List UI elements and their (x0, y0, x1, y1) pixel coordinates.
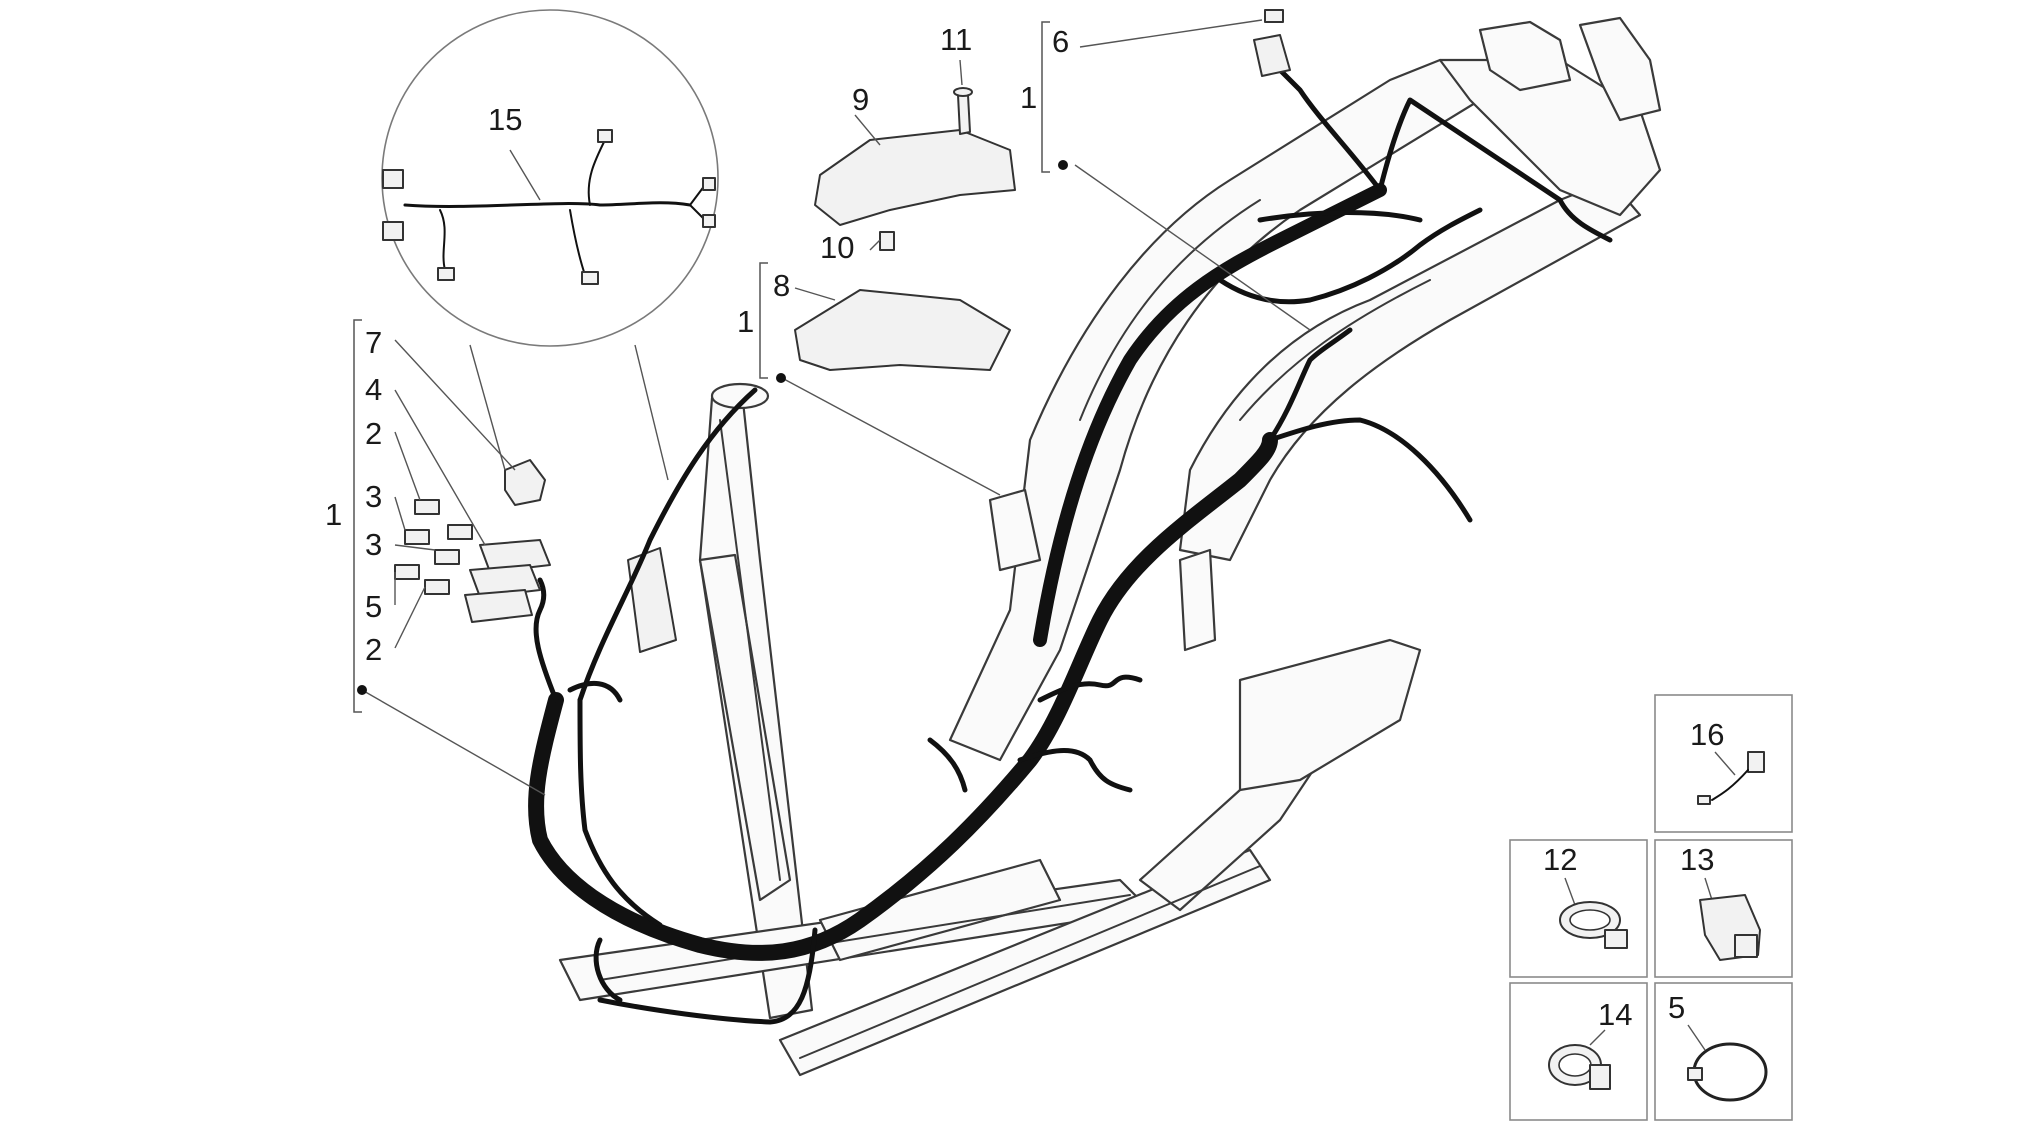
magnifier-leader (469, 344, 506, 471)
floor-rail-right (778, 848, 1272, 1077)
terminal-2 (424, 579, 450, 595)
callout-9: 9 (852, 82, 869, 117)
connector-15 (382, 169, 404, 189)
callout-5-b: 5 (1668, 990, 1685, 1025)
group-bracket-left (353, 319, 362, 713)
terminal-3 (404, 529, 430, 545)
bracket-bullet (1058, 160, 1068, 170)
magnifier-circle (381, 9, 719, 347)
callout-labels: 15 11 9 10 8 1 6 1 7 4 2 3 3 5 2 1 (325, 22, 1069, 667)
left-down-tube (698, 553, 792, 902)
connector-15 (702, 177, 716, 191)
part-11-screw-head (953, 87, 973, 97)
inset-5 (1654, 982, 1793, 1121)
callout-13: 13 (1680, 842, 1714, 877)
inset-16 (1654, 694, 1793, 833)
callout-10: 10 (820, 230, 854, 265)
harness-15-branch (569, 209, 586, 276)
right-main-tube (948, 58, 1482, 762)
bracket-bullet (776, 373, 786, 383)
callout-11: 11 (940, 22, 972, 57)
leader-lines (353, 19, 1311, 796)
callout-1-mid: 1 (737, 304, 754, 339)
callout-4: 4 (365, 372, 382, 407)
group-bracket-6 (1041, 21, 1050, 173)
terminal-2 (447, 524, 473, 540)
part-10-bolt (879, 231, 895, 251)
callout-8: 8 (773, 268, 790, 303)
callout-7: 7 (365, 325, 382, 360)
callout-15: 15 (488, 102, 522, 137)
floor-contour (799, 865, 1261, 1059)
part-4-connector (469, 564, 541, 598)
connector-15 (382, 221, 404, 241)
harness-15 (403, 201, 692, 208)
upper-rear-rail (1178, 178, 1642, 562)
callout-14: 14 (1598, 997, 1632, 1032)
callout-2-b: 2 (365, 632, 382, 667)
part-8-bracket (794, 289, 1011, 371)
part-12-screw (1604, 929, 1628, 949)
tube-contour (719, 419, 781, 881)
part-6-fuse (1264, 9, 1284, 23)
callout-6: 6 (1052, 24, 1069, 59)
parts-group (394, 9, 1291, 623)
terminal-2 (414, 499, 440, 515)
part-11-screw (957, 94, 971, 135)
rear-plate (1238, 638, 1422, 792)
accessory-insets: 16 12 13 14 5 (1509, 694, 1793, 1121)
callout-1-top: 1 (1020, 80, 1037, 115)
harness-15-branch (439, 209, 446, 271)
connector-15 (597, 129, 613, 143)
callout-12: 12 (1543, 842, 1577, 877)
rear-bracket (1578, 16, 1662, 122)
part-9-cover (814, 129, 1016, 226)
part-4-connector (479, 539, 551, 573)
mid-stay-right (1178, 548, 1217, 652)
tube-contour (1239, 279, 1431, 421)
callout-5-a: 5 (365, 589, 382, 624)
main-wiring-harness (528, 67, 1613, 1025)
rear-cross-member (1438, 58, 1662, 217)
scooter-frame (558, 16, 1662, 1077)
harness-15-branch (587, 139, 606, 206)
terminal-5 (394, 564, 420, 580)
callout-3-b: 3 (365, 527, 382, 562)
connector-15 (581, 271, 599, 285)
terminal-3 (434, 549, 460, 565)
headstock-plate (627, 547, 677, 653)
part-16-cable (1711, 769, 1749, 801)
part-5-tie-head (1687, 1067, 1703, 1081)
part-14-latch (1589, 1064, 1611, 1090)
callout-3-a: 3 (365, 479, 382, 514)
part-16-sensor (1747, 751, 1765, 773)
part-16-plug (1697, 795, 1711, 805)
part-6-relay (1253, 34, 1291, 77)
floor-contour (599, 894, 1131, 981)
part-7-clip (504, 459, 546, 506)
callout-1-left: 1 (325, 497, 342, 532)
callout-16: 16 (1690, 717, 1724, 752)
magnifier-leader (634, 344, 669, 481)
connector-15 (702, 214, 716, 228)
group-bracket-8 (759, 262, 768, 379)
connector-15 (437, 267, 455, 281)
bracket-bullet (357, 685, 367, 695)
tube-contour (1079, 199, 1261, 421)
detail-magnifier (381, 9, 719, 481)
seat-bracket (1478, 20, 1572, 92)
part-13-clip (1734, 934, 1758, 958)
callout-2-a: 2 (365, 416, 382, 451)
part-4-connector (464, 589, 533, 623)
mid-stay-left (988, 488, 1042, 572)
